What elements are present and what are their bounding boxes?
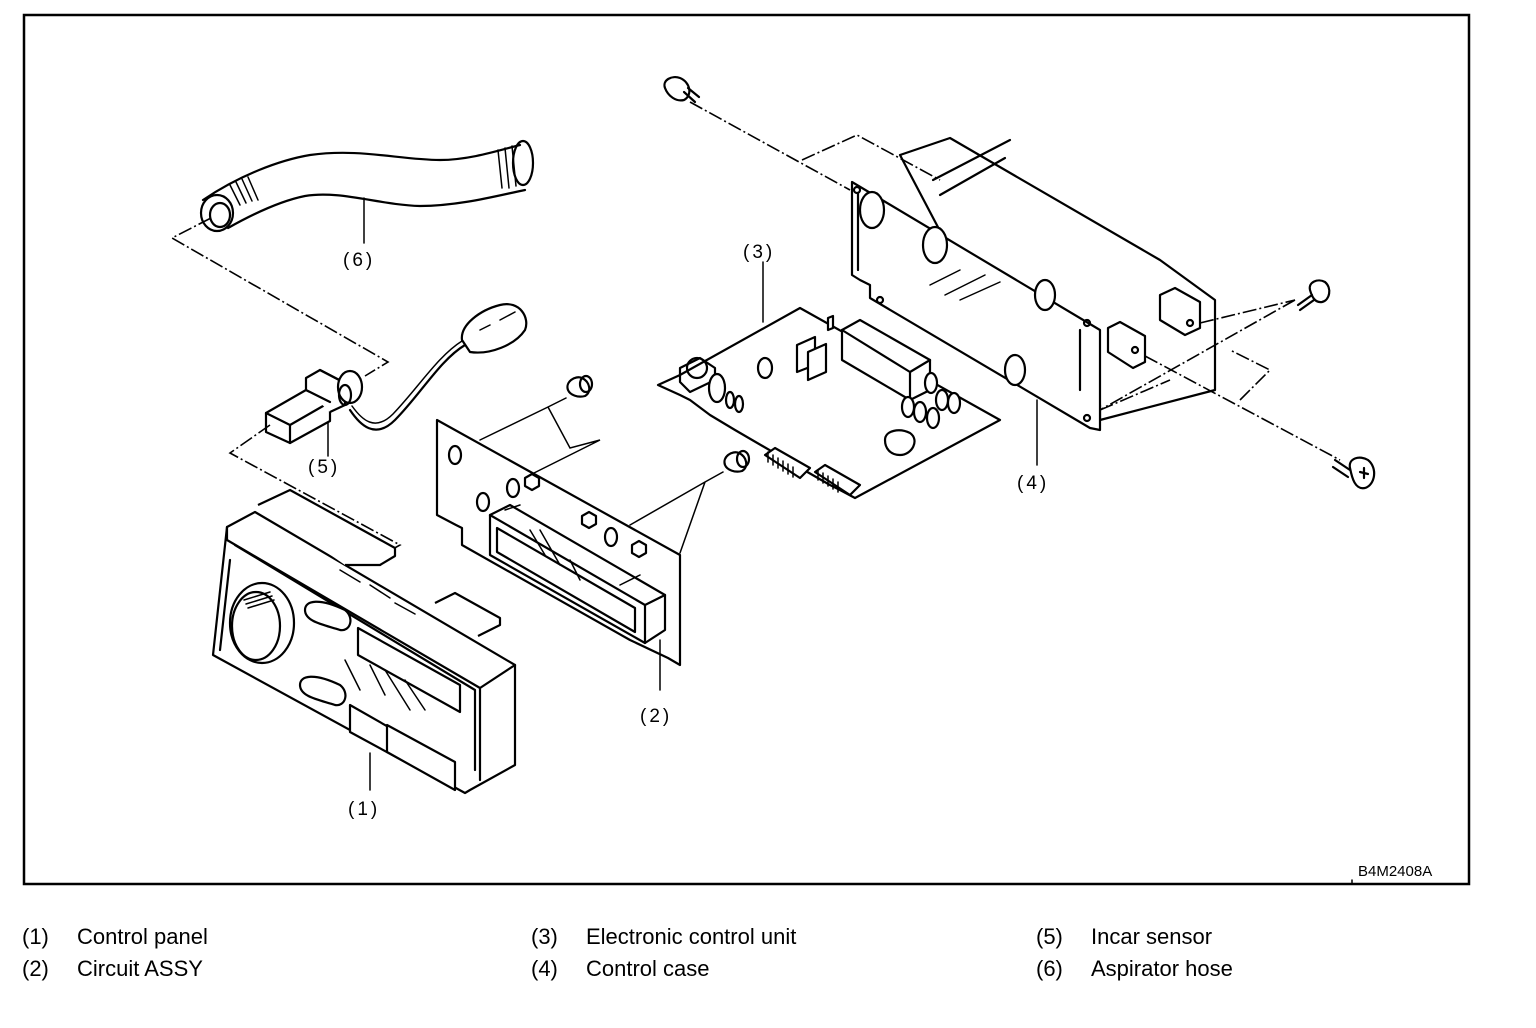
legend-num: (5) [1036,924,1063,949]
legend-name: Control case [586,956,710,981]
circuit-assy: (2) [435,374,751,727]
callout-5: (5) [308,457,340,478]
incar-sensor: (5) [264,303,528,478]
control-case: (4) [850,136,1217,494]
legend-num: (1) [22,924,49,949]
legend-name: Aspirator hose [1091,956,1233,981]
legend-item-4: (4) Control case [531,956,710,982]
legend-name: Circuit ASSY [77,956,203,981]
case-screws [663,76,1376,490]
legend-name: Control panel [77,924,208,949]
diagram-frame [22,13,1471,886]
exploded-diagram: B4M2408A (6) (5) [22,13,1471,886]
electronic-control-unit: (3) [656,242,1002,500]
aspirator-hose: (6) [199,139,535,271]
legend-num: (4) [531,956,558,981]
callout-3: (3) [743,242,775,263]
legend-num: (2) [22,956,49,981]
legend-item-3: (3) Electronic control unit [531,924,796,950]
legend-num: (3) [531,924,558,949]
figure-code-box [1351,849,1470,885]
callout-2: (2) [640,706,672,727]
callout-4: (4) [1017,473,1049,494]
legend-item-2: (2) Circuit ASSY [22,956,203,982]
legend-name: Electronic control unit [586,924,797,949]
legend-item-5: (5) Incar sensor [1036,924,1212,950]
parts-legend: (1) Control panel (2) Circuit ASSY (3) Elec… [0,920,1536,1020]
callout-6: (6) [343,250,375,271]
legend-name: Incar sensor [1091,924,1213,949]
legend-item-1: (1) Control panel [22,924,208,950]
callout-1: (1) [348,799,380,820]
figure-code: B4M2408A [1358,863,1432,880]
legend-num: (6) [1036,956,1063,981]
control-panel: (1) [211,488,517,820]
legend-item-6: (6) Aspirator hose [1036,956,1233,982]
